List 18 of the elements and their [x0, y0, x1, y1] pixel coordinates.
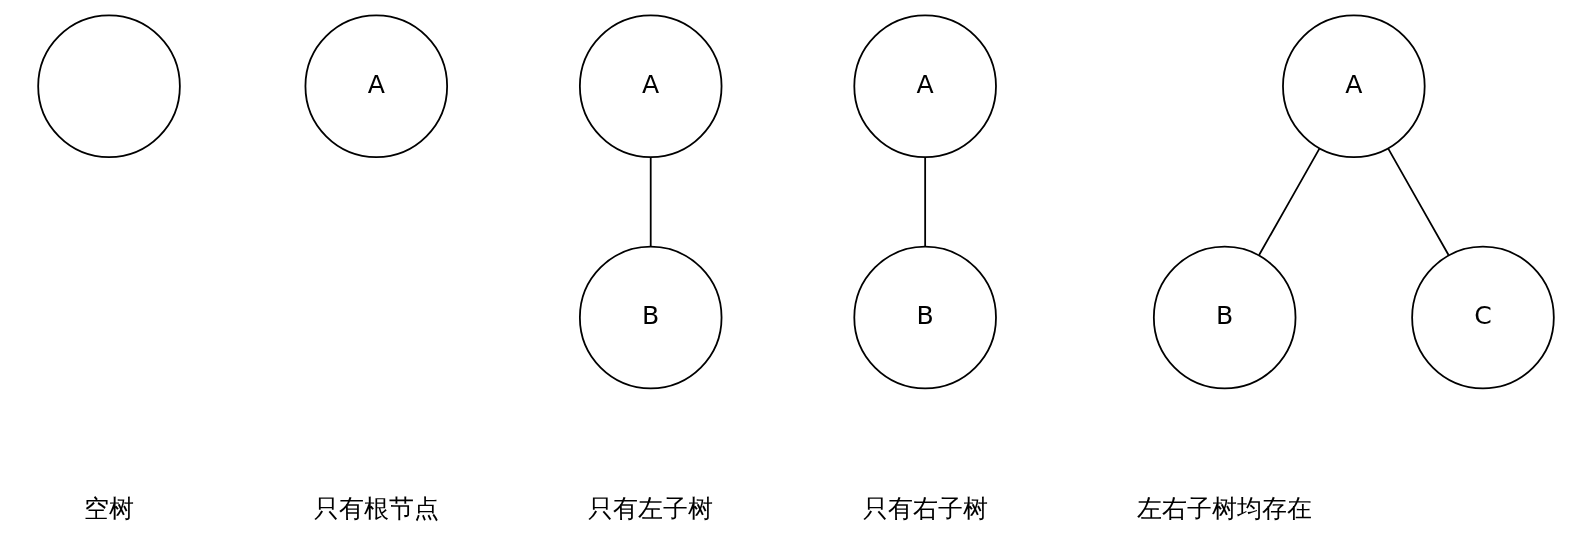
connector	[1257, 147, 1320, 256]
node-circle: C	[1410, 245, 1555, 390]
node-circle: A	[1281, 14, 1426, 158]
node-circle: A	[304, 14, 448, 158]
label: 只有左子树	[587, 494, 713, 524]
node-circle: B	[852, 245, 997, 390]
node-circle: A	[852, 14, 997, 158]
node-circle: A	[578, 14, 722, 158]
node-circle	[36, 14, 181, 158]
label: 只有根节点	[313, 494, 439, 524]
node-circle: B	[1152, 245, 1296, 390]
connector	[649, 156, 652, 248]
connector	[1386, 147, 1449, 256]
label: 左右子树均存在	[1136, 494, 1312, 524]
connector	[923, 156, 926, 248]
node-circle: B	[578, 245, 722, 390]
label: 只有右子树	[862, 494, 988, 524]
label: 空树	[83, 494, 134, 524]
